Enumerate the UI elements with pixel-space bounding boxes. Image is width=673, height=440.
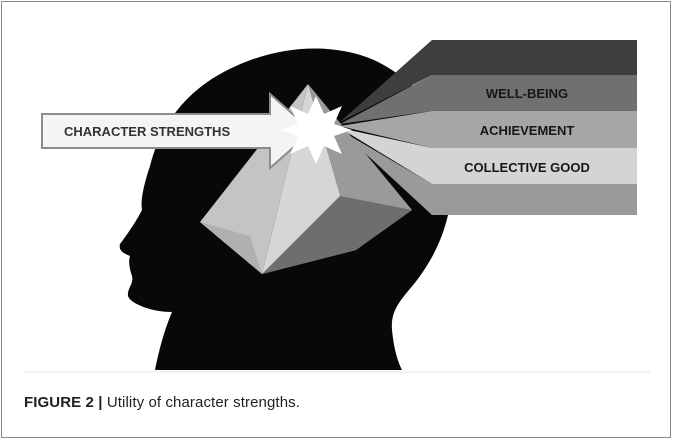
caption-text: Utility of character strengths. [106,394,300,411]
prism-face-bottom-right [262,196,412,274]
starburst [280,96,352,164]
output-label-achievement: ACHIEVEMENT [480,123,575,138]
fan-band-well-being [340,75,637,124]
output-label-collective-good: COLLECTIVE GOOD [464,160,590,175]
input-arrow [41,91,314,171]
fan-band-top [340,40,637,122]
fan-band-collective-good [340,128,637,184]
input-label: CHARACTER STRENGTHS [64,124,230,139]
figure-caption: FIGURE 2 | Utility of character strength… [24,394,300,411]
prism-face-bottom-left [200,222,262,274]
output-label-well-being: WELL-BEING [486,86,568,101]
fan-band-bottom [340,130,637,215]
caption-label: FIGURE 2 | [24,394,103,411]
fan-band-achievement [340,111,637,148]
